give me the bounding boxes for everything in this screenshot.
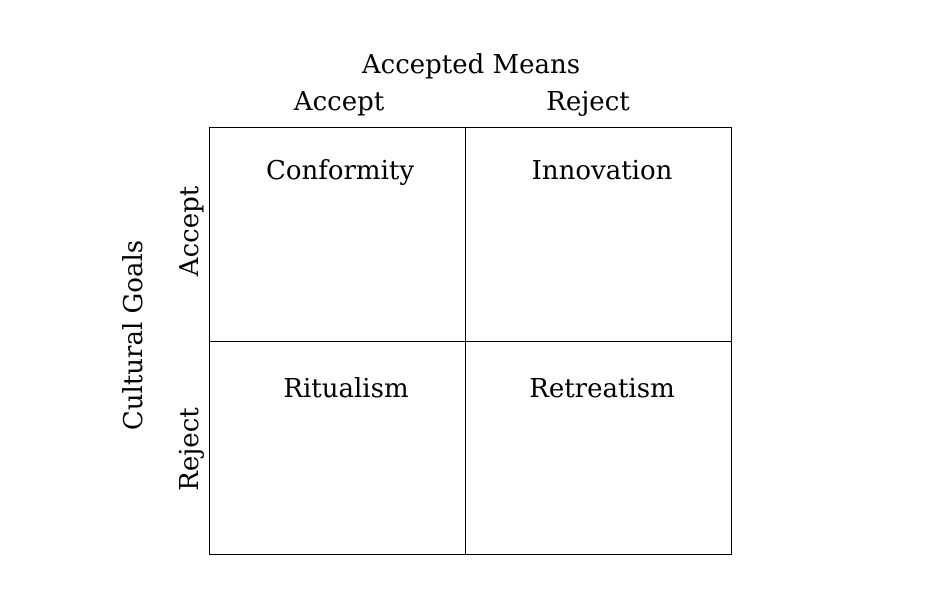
column-header-accept: Accept	[293, 87, 385, 117]
column-header-reject: Reject	[546, 87, 630, 117]
grid-horizontal-divider	[209, 341, 732, 342]
column-axis-title: Accepted Means	[361, 50, 581, 80]
row-header-accept: Accept	[175, 185, 205, 277]
cell-retreatism: Retreatism	[529, 374, 675, 404]
row-header-reject: Reject	[175, 407, 205, 491]
cell-conformity: Conformity	[265, 156, 415, 186]
cell-innovation: Innovation	[531, 156, 673, 186]
cell-ritualism: Ritualism	[283, 374, 409, 404]
row-axis-title: Cultural Goals	[119, 239, 149, 431]
